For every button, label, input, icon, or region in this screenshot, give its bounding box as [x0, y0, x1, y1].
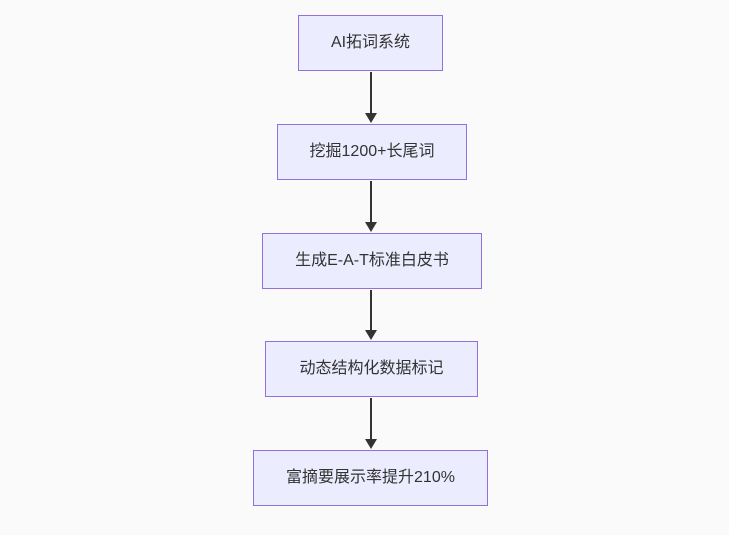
arrowhead-down-icon	[365, 113, 377, 123]
flowchart-node-eat-whitepaper: 生成E-A-T标准白皮书	[262, 233, 482, 289]
flowchart-node-longtail-mining: 挖掘1200+长尾词	[277, 124, 467, 180]
node-label: 生成E-A-T标准白皮书	[295, 252, 449, 270]
node-label: 动态结构化数据标记	[299, 360, 444, 378]
flow-arrow-down	[365, 290, 377, 340]
flowchart-node-ai-keyword-system: AI拓词系统	[298, 15, 443, 71]
arrow-shaft	[370, 398, 372, 439]
node-label: 富摘要展示率提升210%	[286, 469, 455, 487]
arrow-shaft	[370, 290, 372, 330]
arrow-shaft	[370, 72, 372, 113]
flow-arrow-down	[365, 181, 377, 232]
arrow-shaft	[370, 181, 372, 222]
flow-arrow-down	[365, 72, 377, 123]
flow-arrow-down	[365, 398, 377, 449]
arrowhead-down-icon	[365, 439, 377, 449]
arrowhead-down-icon	[365, 222, 377, 232]
flowchart-node-structured-data-markup: 动态结构化数据标记	[265, 341, 478, 397]
node-label: AI拓词系统	[330, 34, 411, 52]
flowchart-node-rich-snippet-result: 富摘要展示率提升210%	[253, 450, 488, 506]
arrowhead-down-icon	[365, 330, 377, 340]
node-label: 挖掘1200+长尾词	[309, 143, 435, 161]
